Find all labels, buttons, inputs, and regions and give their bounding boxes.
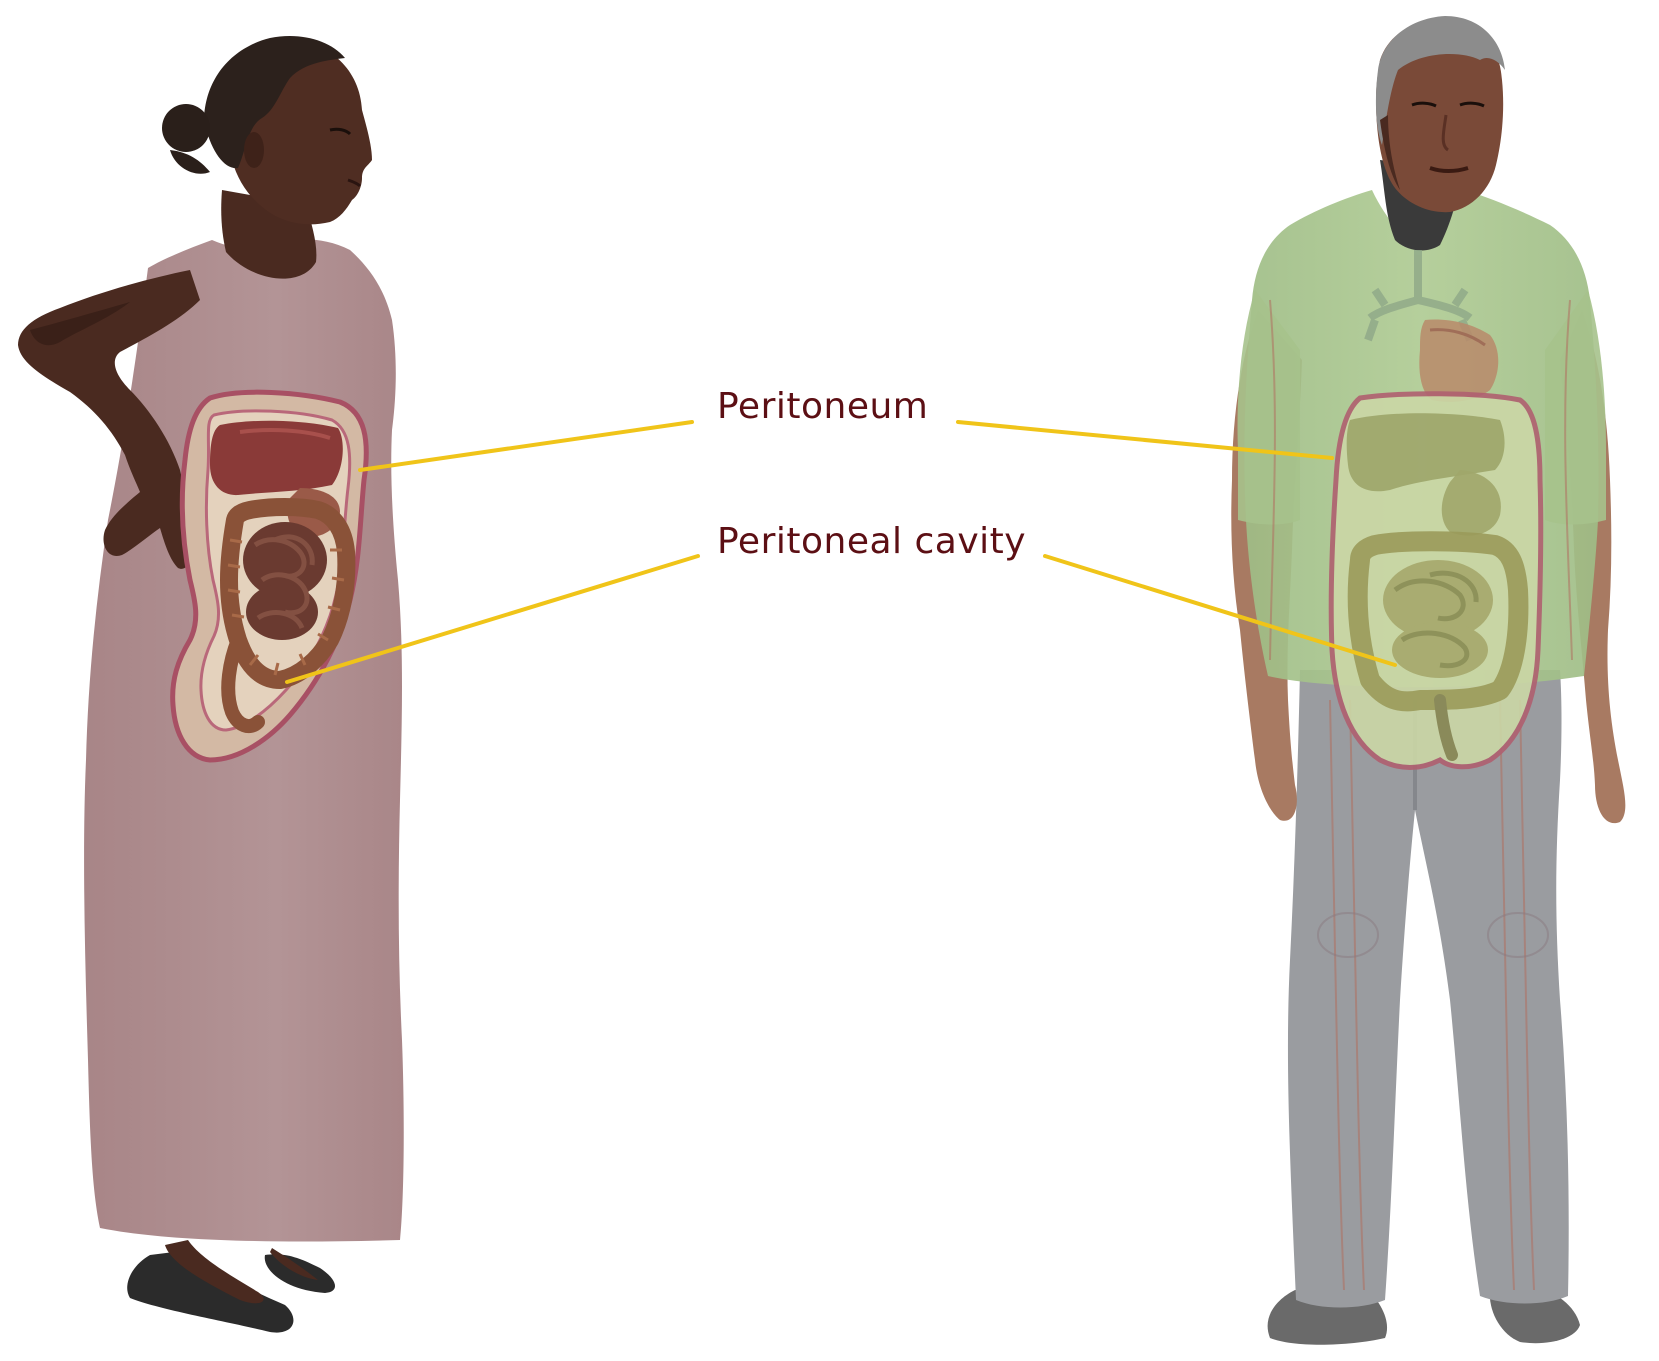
man-abdomen-cutout <box>1331 394 1541 768</box>
man-head <box>1376 16 1505 212</box>
peritoneum-label: Peritoneum <box>717 386 928 427</box>
leader-peritoneum-left <box>360 422 692 470</box>
peritoneal-cavity-label: Peritoneal cavity <box>717 521 1026 562</box>
woman-head <box>162 36 372 224</box>
man-figure <box>1231 16 1625 1345</box>
woman-figure <box>18 36 404 1333</box>
woman-feet <box>127 1240 335 1333</box>
